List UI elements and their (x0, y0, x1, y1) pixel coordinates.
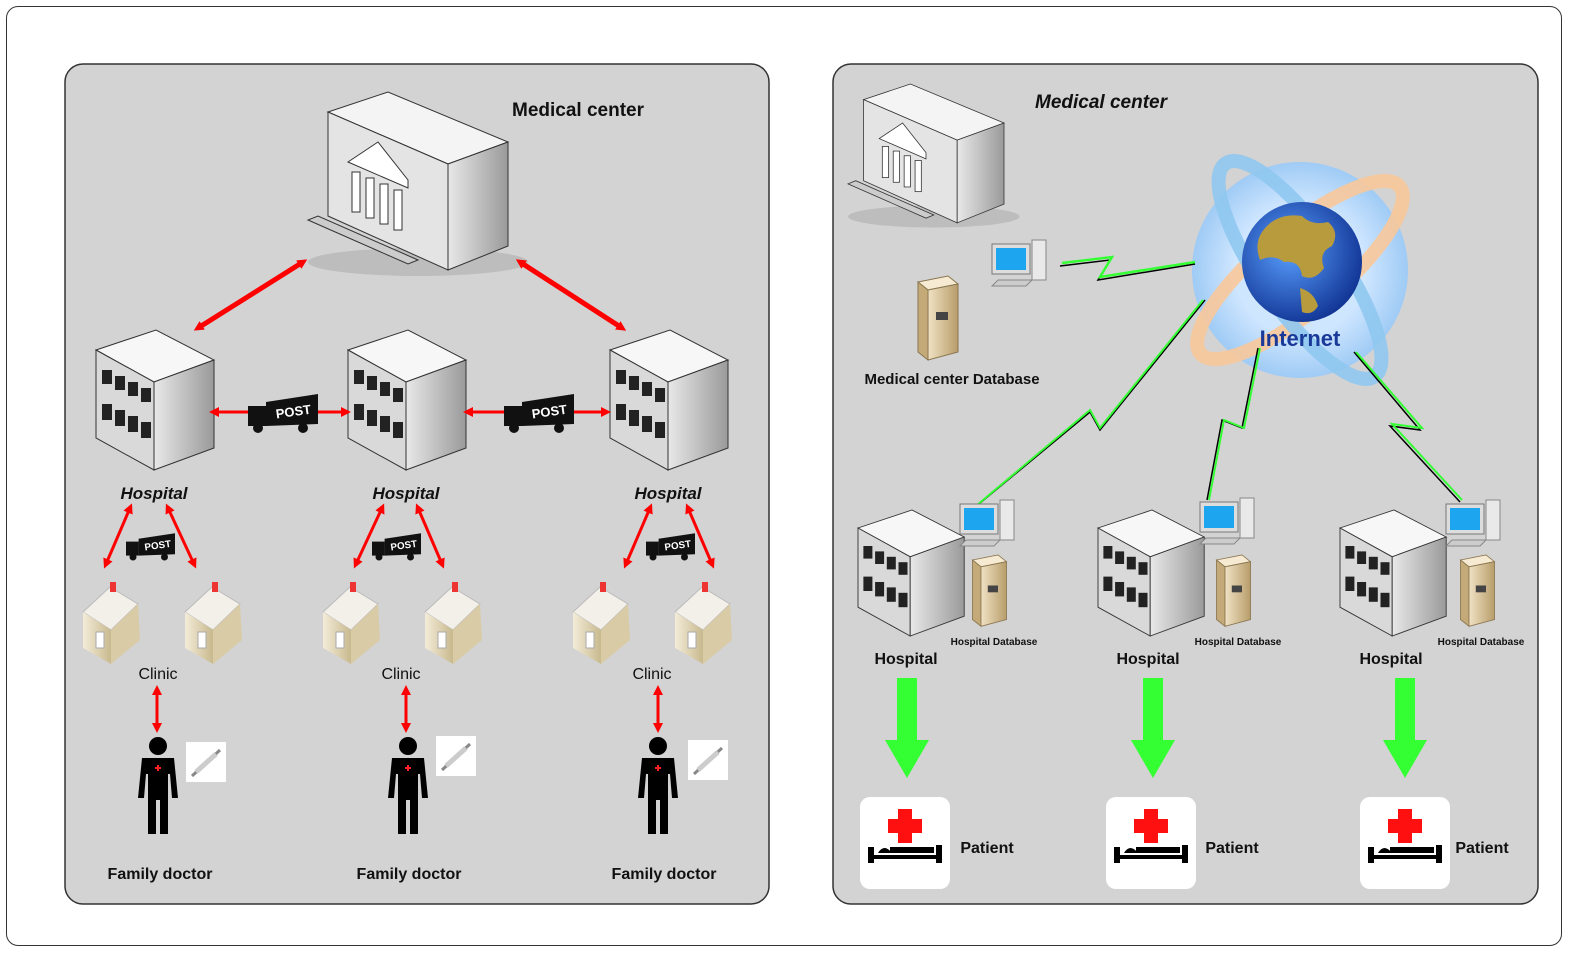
medical-center-building (306, 91, 528, 276)
patient-bed-icon (1106, 797, 1196, 889)
hospital-clinic-group-3: POST Clinic Family doctor (572, 503, 733, 883)
hospital-clinic-group-2: POST Clinic Family doctor (322, 503, 483, 883)
patient-bed-icon (1360, 797, 1450, 889)
post-truck-1: POST (248, 394, 318, 433)
post-truck-2: POST (504, 394, 574, 433)
net-hospital-label-3: Hospital (1359, 651, 1422, 668)
doctor-label-1: Family doctor (108, 866, 213, 883)
syringe-icon (186, 742, 226, 782)
hospital-db-label-1: Hospital Database (951, 637, 1038, 648)
hospital-server-icon (1216, 554, 1251, 627)
post-truck-label: POST (275, 402, 312, 422)
hospital-label-2: Hospital (372, 484, 440, 503)
patient-label-1: Patient (960, 840, 1014, 857)
arrow-mc-hospital-3 (515, 259, 627, 331)
hospital-clinic-group-1: POST Clinic Family doctor (82, 503, 243, 883)
doctor-label-3: Family doctor (612, 866, 717, 883)
clinic-label-3: Clinic (632, 666, 671, 683)
post-truck-label: POST (531, 402, 568, 422)
hospital-server-icon (1460, 554, 1495, 627)
medical-center-label: Medical center (512, 100, 645, 121)
clinic-label-2: Clinic (381, 666, 420, 683)
medical-center-label-right: Medical center (1035, 92, 1169, 113)
patient-bed-icon (860, 797, 950, 889)
hospital-db-label-3: Hospital Database (1438, 637, 1525, 648)
net-hospital-group-2: Hospital Hospital Database Patient (1097, 497, 1282, 889)
syringe-icon (436, 736, 476, 776)
arrow-mc-hospital-1 (193, 259, 308, 331)
outer-frame (6, 6, 1562, 946)
doctor-label-2: Family doctor (357, 866, 462, 883)
medical-center-building-right (846, 83, 1020, 228)
svg-text:POST: POST (390, 539, 418, 554)
left-panel: Medical center Hospital Hospital Hospita… (64, 63, 770, 905)
net-hospital-group-3: Hospital Hospital Database Patient (1339, 499, 1525, 889)
clinic-label-1: Clinic (138, 666, 177, 683)
hospital-server-icon (972, 554, 1007, 627)
internet-globe-icon (1190, 154, 1410, 386)
net-hospital-group-1: Hospital Hospital Database Patient (857, 499, 1038, 889)
net-hospital-label-1: Hospital (874, 651, 937, 668)
mc-database-label: Medical center Database (864, 371, 1039, 388)
patient-label-3: Patient (1455, 840, 1509, 857)
net-hospital-label-2: Hospital (1116, 651, 1179, 668)
syringe-icon (688, 740, 728, 780)
network-links (961, 255, 1463, 519)
internet-label: Internet (1260, 326, 1341, 351)
patient-label-2: Patient (1205, 840, 1259, 857)
hospital-label-3: Hospital (634, 484, 702, 503)
hospital-db-label-2: Hospital Database (1195, 637, 1282, 648)
hospital-label-1: Hospital (120, 484, 188, 503)
mc-server-icon (917, 275, 959, 361)
right-panel: Medical center Medical center Database I… (832, 63, 1539, 905)
svg-text:POST: POST (664, 539, 692, 554)
svg-text:POST: POST (144, 539, 172, 554)
